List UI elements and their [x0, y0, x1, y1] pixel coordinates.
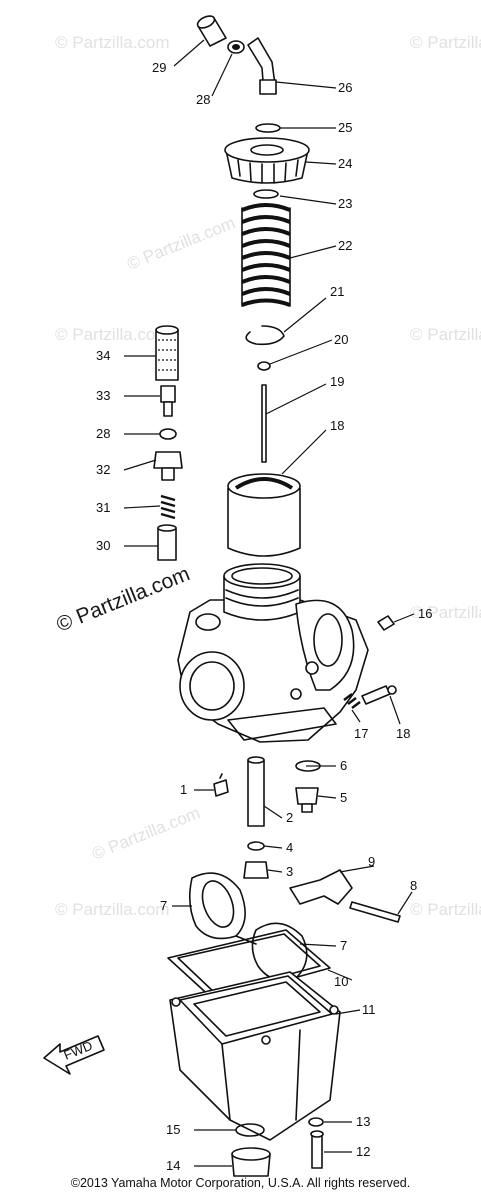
part-19-throttle-valve — [227, 473, 301, 557]
label-7: 7 — [160, 898, 167, 913]
center-watermark: © Partzilla.com — [53, 562, 193, 636]
label-8: 8 — [410, 878, 417, 893]
label-25: 24 — [338, 156, 352, 171]
part-23-spring — [241, 203, 291, 307]
part-4-washer — [247, 841, 265, 851]
label-33: 33 — [96, 388, 110, 403]
part-11-float-bowl — [169, 971, 341, 1141]
part-17-spring — [343, 693, 361, 709]
part-28-nut-lower — [159, 428, 177, 440]
label-23: 22 — [338, 238, 352, 253]
part-28-nut — [227, 40, 245, 54]
label-14: 14 — [166, 1158, 180, 1173]
part-22-clip — [245, 325, 285, 346]
fwd-arrow-icon: FWD — [43, 1035, 105, 1075]
label-19: 18 — [330, 418, 344, 433]
part-7-float-left — [188, 872, 246, 940]
part-31-spring — [160, 494, 176, 520]
part-34-cap — [155, 325, 179, 381]
part-1-screw — [213, 773, 229, 797]
label-3: 3 — [286, 864, 293, 879]
part-9-float-arm — [289, 869, 353, 905]
label-1: 1 — [180, 782, 187, 797]
part-5-needle-valve — [295, 787, 319, 813]
label-31: 31 — [96, 500, 110, 515]
watermark: © Partzilla.com — [410, 603, 481, 622]
part-8-pin — [349, 901, 401, 923]
label-5: 5 — [340, 790, 347, 805]
part-25-top-cap — [224, 137, 310, 184]
label-9: 9 — [368, 854, 375, 869]
watermark: © Partzilla.com — [89, 803, 202, 864]
part-13-washer — [308, 1117, 324, 1127]
part-3-main-jet — [243, 861, 269, 879]
watermark: © Partzilla.com — [55, 325, 170, 344]
part-16-plug — [377, 615, 395, 631]
label-11: 11 — [362, 1002, 376, 1017]
watermark: © Partzilla.com — [410, 900, 481, 919]
watermark: © Partzilla.com — [410, 33, 481, 52]
label-18: 18 — [396, 726, 410, 741]
part-14-drain-plug — [231, 1147, 271, 1177]
label-20: 19 — [330, 374, 344, 389]
part-20-needle — [261, 384, 267, 463]
label-4: 4 — [286, 840, 293, 855]
part-29-cap — [196, 15, 227, 47]
watermark: © Partzilla.com — [55, 33, 170, 52]
label-21: 20 — [334, 332, 348, 347]
watermark: © Partzilla.com — [55, 900, 170, 919]
label-28: 28 — [196, 92, 210, 107]
copyright-notice: ©2013 Yamaha Motor Corporation, U.S.A. A… — [70, 1176, 411, 1190]
part-10-gasket — [167, 929, 331, 1001]
label-2: 2 — [286, 810, 293, 825]
part-2-needle-jet — [247, 756, 265, 827]
part-30-plunger — [157, 524, 177, 561]
part-24-ring — [253, 189, 279, 199]
part-27-elbow-fitting — [247, 37, 277, 95]
label-32: 32 — [96, 462, 110, 477]
label-26: 25 — [338, 120, 352, 135]
label-24: 23 — [338, 196, 352, 211]
label-29: 29 — [152, 60, 166, 75]
label-28: 28 — [96, 426, 110, 441]
label-6: 6 — [340, 758, 347, 773]
part-26-washer — [255, 123, 281, 133]
label-30: 30 — [96, 538, 110, 553]
label-7: 7 — [340, 938, 347, 953]
watermark: © Partzilla.com — [124, 213, 237, 274]
label-22: 21 — [330, 284, 344, 299]
part-12-screw — [310, 1130, 324, 1169]
part-32-valve-holder — [153, 451, 183, 481]
carburetor-body — [177, 563, 369, 743]
part-21-seat — [257, 361, 271, 371]
label-16: 16 — [418, 606, 432, 621]
label-27: 26 — [338, 80, 352, 95]
label-12: 12 — [356, 1144, 370, 1159]
part-33-screw — [160, 385, 176, 417]
label-13: 13 — [356, 1114, 370, 1129]
part-18-air-screw — [361, 685, 397, 705]
label-34: 34 — [96, 348, 110, 363]
watermark: © Partzilla.com — [410, 325, 481, 344]
label-17: 17 — [354, 726, 368, 741]
label-10: 10 — [334, 974, 348, 989]
label-15: 15 — [166, 1122, 180, 1137]
